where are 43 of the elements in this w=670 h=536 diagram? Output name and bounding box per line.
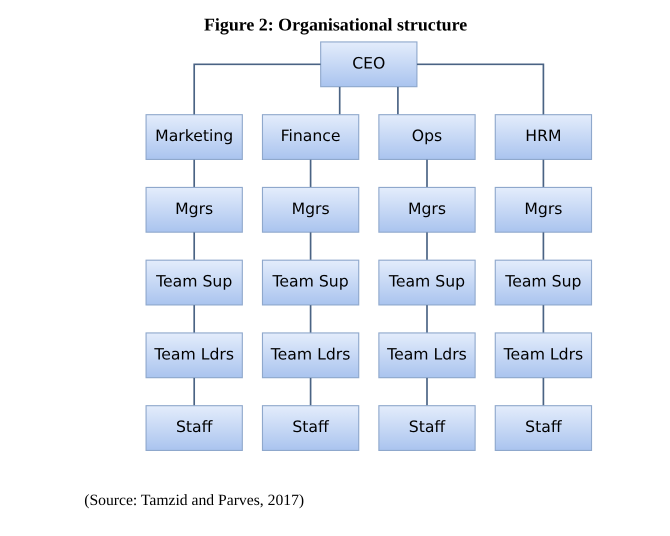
node-box: HRM [494, 114, 592, 160]
node-box: Finance [261, 114, 359, 160]
node-box: CEO [320, 41, 417, 88]
connector [396, 86, 398, 114]
node-box: Mgrs [145, 186, 242, 233]
node-box: Mgrs [261, 186, 359, 233]
connector [426, 305, 428, 332]
connector [192, 378, 195, 406]
connector [426, 232, 428, 260]
node-box: Staff [145, 405, 242, 451]
node-box: Marketing [145, 114, 242, 160]
diagram-title: Figure 2: Organisational structure [203, 14, 467, 34]
node-box: Team Sup [378, 260, 476, 306]
connector [426, 160, 428, 187]
connector [542, 305, 544, 332]
connector [309, 378, 311, 406]
connector [338, 86, 340, 114]
connector [542, 378, 544, 406]
node-box: Staff [378, 405, 476, 451]
node-box: Mgrs [378, 186, 476, 233]
caption: (Source: Tamzid and Parves, 2017) [84, 492, 304, 509]
connector [192, 232, 195, 260]
node-box: Team Ldrs [145, 332, 242, 378]
node-box: Team Ldrs [261, 332, 359, 378]
node-box: Team Sup [145, 260, 242, 306]
node-box: Team Sup [261, 260, 359, 306]
connector [542, 232, 544, 260]
connector [309, 232, 311, 260]
node-box: Ops [378, 114, 476, 160]
connector [426, 378, 428, 406]
connector [192, 63, 320, 114]
connector [542, 160, 544, 187]
node-box: Staff [494, 405, 592, 451]
connector [192, 160, 195, 187]
node-box: Mgrs [494, 186, 592, 233]
node-box: Team Sup [494, 260, 592, 306]
node-box: Team Ldrs [378, 332, 476, 378]
connector [192, 305, 195, 332]
connector [309, 305, 311, 332]
node-box: Staff [261, 405, 359, 451]
connector [309, 160, 311, 187]
node-box: Team Ldrs [494, 332, 592, 378]
connector [416, 63, 544, 114]
